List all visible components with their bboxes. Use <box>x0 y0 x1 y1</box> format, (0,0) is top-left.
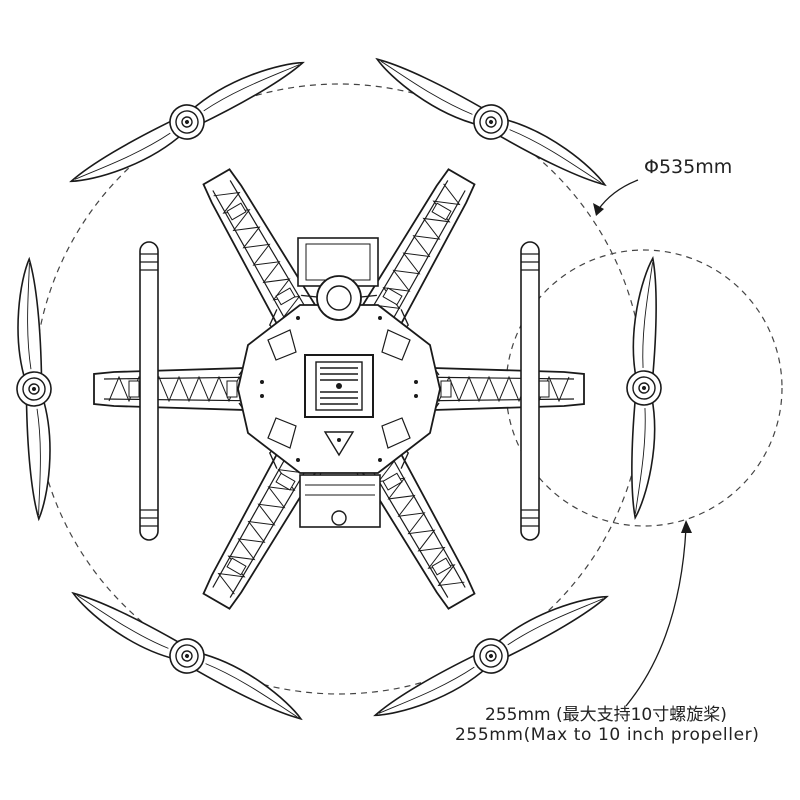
frame-diameter-label: Φ535mm <box>644 156 733 178</box>
propeller-size-label-cn: 255mm (最大支持10寸螺旋桨) <box>485 705 727 725</box>
landing-gear-left <box>139 241 159 541</box>
frame-dimension-leader <box>593 179 639 216</box>
propeller-dimension-leader <box>625 520 692 707</box>
propeller-upper-right <box>367 45 615 199</box>
propeller-lower-left <box>63 579 311 733</box>
propeller-size-label-en: 255mm(Max to 10 inch propeller) <box>455 725 760 745</box>
center-plate <box>237 304 441 474</box>
propeller-left <box>9 257 59 521</box>
battery-mount-bottom <box>299 474 381 528</box>
gimbal-mount-top <box>297 237 379 321</box>
propeller-upper-left <box>63 45 311 199</box>
landing-gear-right <box>520 241 540 541</box>
propeller-right <box>619 256 669 520</box>
